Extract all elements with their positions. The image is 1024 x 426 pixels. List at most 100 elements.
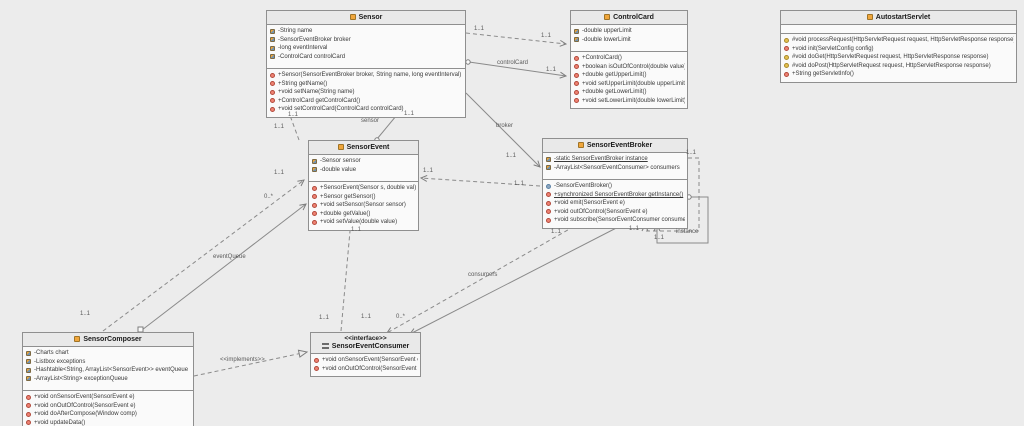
member-row[interactable]: +void setName(String name) <box>270 88 463 97</box>
dependency-broker-consumer[interactable] <box>386 222 581 334</box>
member-row[interactable]: -double value <box>312 166 416 175</box>
class-title: SensorEvent <box>309 141 418 155</box>
public-method-icon <box>312 219 317 225</box>
member-row[interactable]: -Sensor sensor <box>312 157 416 166</box>
member-row[interactable]: -SensorEventBroker broker <box>270 36 463 45</box>
member-row[interactable]: +SensorEvent(Sensor s, double val) <box>312 184 416 193</box>
member-row[interactable]: +void doAfterCompose(Window comp) <box>26 410 191 419</box>
association-label: sensor <box>361 118 380 124</box>
class-autostartservlet[interactable]: AutostartServlet #void processRequest(Ht… <box>780 10 1017 83</box>
multiplicity-label: 1..1 <box>423 168 434 174</box>
field-icon <box>312 158 317 164</box>
multiplicity-label: 1..1 <box>514 181 525 187</box>
member-row[interactable]: #void doGet(HttpServletRequest request, … <box>784 53 1014 62</box>
methods-compartment: -SensorEventBroker()+synchronized Sensor… <box>543 180 687 228</box>
member-text: +void emit(SensorEvent e) <box>554 200 625 207</box>
multiplicity-label: 1..1 <box>474 26 485 32</box>
member-row[interactable]: +void onSensorEvent(SensorEvent e) <box>314 356 418 365</box>
member-row[interactable]: -ArrayList<SensorEventConsumer> consumer… <box>546 164 685 173</box>
public-method-icon <box>26 403 31 409</box>
member-text: +String getName() <box>278 80 328 87</box>
member-text: +void setValue(double value) <box>320 219 398 226</box>
dependency-composer-sensorevent[interactable] <box>102 179 305 332</box>
class-controlcard[interactable]: ControlCard -double upperLimit-double lo… <box>570 10 688 109</box>
class-icon <box>866 14 873 20</box>
member-row[interactable]: +void init(ServletConfig config) <box>784 45 1014 54</box>
member-row[interactable]: +void onOutOfControl(SensorEvent e) <box>314 365 418 374</box>
member-row[interactable]: -ArrayList<String> exceptionQueue <box>26 375 191 384</box>
association-label: consumers <box>468 272 498 278</box>
member-row[interactable]: +Sensor getSensor() <box>312 193 416 202</box>
member-text: +double getLowerLimit() <box>582 89 647 96</box>
member-row[interactable]: +void setUpperLimit(double upperLimit) <box>574 80 685 89</box>
class-sensoreventbroker[interactable]: SensorEventBroker -static SensorEventBro… <box>542 138 688 229</box>
member-row[interactable]: +synchronized SensorEventBroker getInsta… <box>546 191 685 200</box>
member-row[interactable]: +double getUpperLimit() <box>574 71 685 80</box>
member-row[interactable]: -String name <box>270 27 463 36</box>
member-row[interactable]: +double getLowerLimit() <box>574 88 685 97</box>
member-row[interactable]: +void setLowerLimit(double lowerLimit) <box>574 97 685 106</box>
member-text: +void setUpperLimit(double upperLimit) <box>582 80 685 87</box>
multiplicity-label: 1..1 <box>551 229 562 235</box>
member-row[interactable]: +ControlCard getControlCard() <box>270 97 463 106</box>
member-row[interactable]: -Hashtable<String, ArrayList<SensorEvent… <box>26 366 191 375</box>
association-eventqueue[interactable] <box>141 203 307 331</box>
member-row[interactable]: -Listbox exceptions <box>26 358 191 367</box>
member-row[interactable]: +void onSensorEvent(SensorEvent e) <box>26 393 191 402</box>
member-text: +void setLowerLimit(double lowerLimit) <box>582 97 685 104</box>
class-sensorcomposer[interactable]: SensorComposer -Charts chart-Listbox exc… <box>22 332 194 426</box>
member-row[interactable]: +Sensor(SensorEventBroker broker, String… <box>270 71 463 80</box>
member-row[interactable]: -double lowerLimit <box>574 36 685 45</box>
public-method-icon <box>270 81 275 87</box>
class-name: AutostartServlet <box>875 14 931 21</box>
field-icon <box>270 45 275 51</box>
class-name: Sensor <box>358 14 383 21</box>
member-row[interactable]: +void outOfControl(SensorEvent e) <box>546 208 685 217</box>
member-text: +void init(ServletConfig config) <box>792 45 874 52</box>
member-row[interactable]: +double getValue() <box>312 210 416 219</box>
public-method-icon <box>270 89 275 95</box>
multiplicity-label: 0..* <box>264 194 274 200</box>
member-row[interactable]: +void emit(SensorEvent e) <box>546 199 685 208</box>
public-method-icon <box>26 394 31 400</box>
member-row[interactable]: +void subscribe(SensorEventConsumer cons… <box>546 216 685 225</box>
association-instance[interactable] <box>653 196 709 244</box>
public-method-icon <box>312 202 317 208</box>
member-row[interactable]: +void onOutOfControl(SensorEvent e) <box>26 402 191 411</box>
member-row[interactable]: +String getName() <box>270 80 463 89</box>
member-text: -Hashtable<String, ArrayList<SensorEvent… <box>34 367 189 374</box>
member-row[interactable]: +void setValue(double value) <box>312 218 416 227</box>
dependency-consumer-sensorevent[interactable] <box>340 218 354 332</box>
member-row[interactable]: +boolean isOutOfControl(double value) <box>574 63 685 72</box>
member-row[interactable]: #void doPost(HttpServletRequest request,… <box>784 62 1014 71</box>
field-icon <box>574 37 579 43</box>
member-row[interactable]: +void updateData() <box>26 419 191 426</box>
member-row[interactable]: +void setSensor(Sensor sensor) <box>312 201 416 210</box>
member-row[interactable]: -Charts chart <box>26 349 191 358</box>
member-row[interactable]: -ControlCard controlCard <box>270 53 463 62</box>
member-row[interactable]: -long eventInterval <box>270 44 463 53</box>
private-method-icon <box>546 183 551 189</box>
association-consumers[interactable] <box>409 222 627 335</box>
association-broker[interactable] <box>465 92 541 168</box>
dependency-broker-self[interactable] <box>641 157 700 232</box>
multiplicity-label: 1..1 <box>541 33 552 39</box>
realization-implements[interactable] <box>193 349 309 377</box>
field-icon <box>26 376 31 382</box>
member-row[interactable]: +void setControlCard(ControlCard control… <box>270 105 463 114</box>
dependency-sensorevent-sensor[interactable] <box>286 108 300 141</box>
member-row[interactable]: #void processRequest(HttpServletRequest … <box>784 36 1014 45</box>
dependency-broker-sensorevent[interactable] <box>419 174 541 187</box>
public-method-icon <box>574 72 579 78</box>
interface-sensoreventconsumer[interactable]: <<interface>> SensorEventConsumer +void … <box>310 332 421 377</box>
dependency-sensor-controlcard[interactable] <box>465 32 568 47</box>
class-sensorevent[interactable]: SensorEvent -Sensor sensor-double value … <box>308 140 419 231</box>
class-sensor[interactable]: Sensor -String name-SensorEventBroker br… <box>266 10 466 118</box>
association-controlcard[interactable] <box>468 61 568 79</box>
member-row[interactable]: -static SensorEventBroker instance <box>546 155 685 164</box>
member-row[interactable]: +String getServletInfo() <box>784 70 1014 79</box>
member-row[interactable]: +ControlCard() <box>574 54 685 63</box>
member-row[interactable]: -SensorEventBroker() <box>546 182 685 191</box>
member-row[interactable]: -double upperLimit <box>574 27 685 36</box>
